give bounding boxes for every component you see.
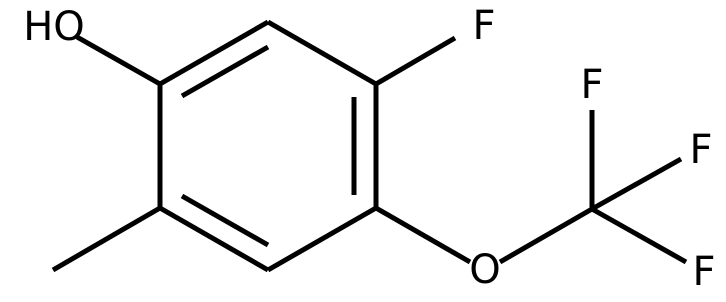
trifluoromethyl-f3-label: F <box>692 249 715 295</box>
ring-double-bond-bottom <box>180 193 270 248</box>
ring-bond-bottom-left <box>158 205 270 273</box>
ring-bond-bottom-right <box>266 205 378 273</box>
ring-bond-top-right <box>266 19 378 87</box>
ring-double-bond-top <box>180 44 270 99</box>
ether-bond-ring <box>374 205 472 265</box>
trifluoromethyl-f2-label: F <box>689 127 712 173</box>
ether-oxygen-label: O <box>469 247 500 293</box>
bonds <box>51 19 688 273</box>
trifluoromethyl-f1-label: F <box>580 62 603 108</box>
hydroxyl-bond <box>75 34 162 87</box>
atom-labels: HO F O F F F <box>23 3 715 295</box>
ether-bond-carbon <box>498 206 594 265</box>
cf3-bond-right <box>590 156 683 212</box>
ring-bond-top-left <box>158 19 270 87</box>
ring-fluorine-label: F <box>472 3 495 49</box>
methyl-bond <box>51 205 162 273</box>
hydroxyl-label: HO <box>23 4 85 50</box>
fluorine-bond <box>374 35 457 87</box>
cf3-bond-down <box>590 206 688 265</box>
